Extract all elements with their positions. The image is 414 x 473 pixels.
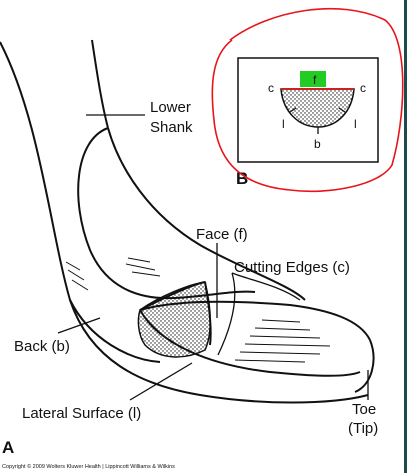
- right-border: [404, 0, 407, 473]
- leader-back: [57, 317, 101, 334]
- label-lateral-surface: Lateral Surface (l): [22, 405, 141, 422]
- leader-lateral-surface: [129, 362, 193, 401]
- cross-section-shading: [137, 281, 211, 358]
- hatching: [65, 257, 331, 363]
- inset-label-l-right: l: [354, 117, 357, 131]
- inset-panel-b: f c c l l b B: [236, 57, 379, 188]
- annotation-circle: [211, 7, 404, 193]
- inset-label-c-left: c: [268, 81, 274, 95]
- inset-label-c-right: c: [360, 81, 366, 95]
- leader-cutting-edges: [217, 272, 301, 356]
- label-lower-shank-2: Shank: [150, 119, 193, 136]
- inset-label-f: f: [313, 73, 317, 87]
- inset-label-b: b: [314, 137, 321, 151]
- panel-a-letter: A: [2, 438, 14, 457]
- inset-label-l-left: l: [282, 117, 285, 131]
- face-highlight: [300, 71, 326, 87]
- label-toe-2: (Tip): [348, 420, 378, 437]
- panel-b-letter: B: [236, 169, 248, 188]
- leader-lines: [57, 114, 369, 401]
- label-cutting-edges: Cutting Edges (c): [234, 259, 350, 276]
- label-back: Back (b): [14, 338, 70, 355]
- copyright-notice: Copyright © 2009 Wolters Kluwer Health |…: [2, 463, 175, 470]
- label-lower-shank-1: Lower: [150, 99, 191, 116]
- label-toe-1: Toe: [352, 401, 376, 418]
- label-face: Face (f): [196, 226, 248, 243]
